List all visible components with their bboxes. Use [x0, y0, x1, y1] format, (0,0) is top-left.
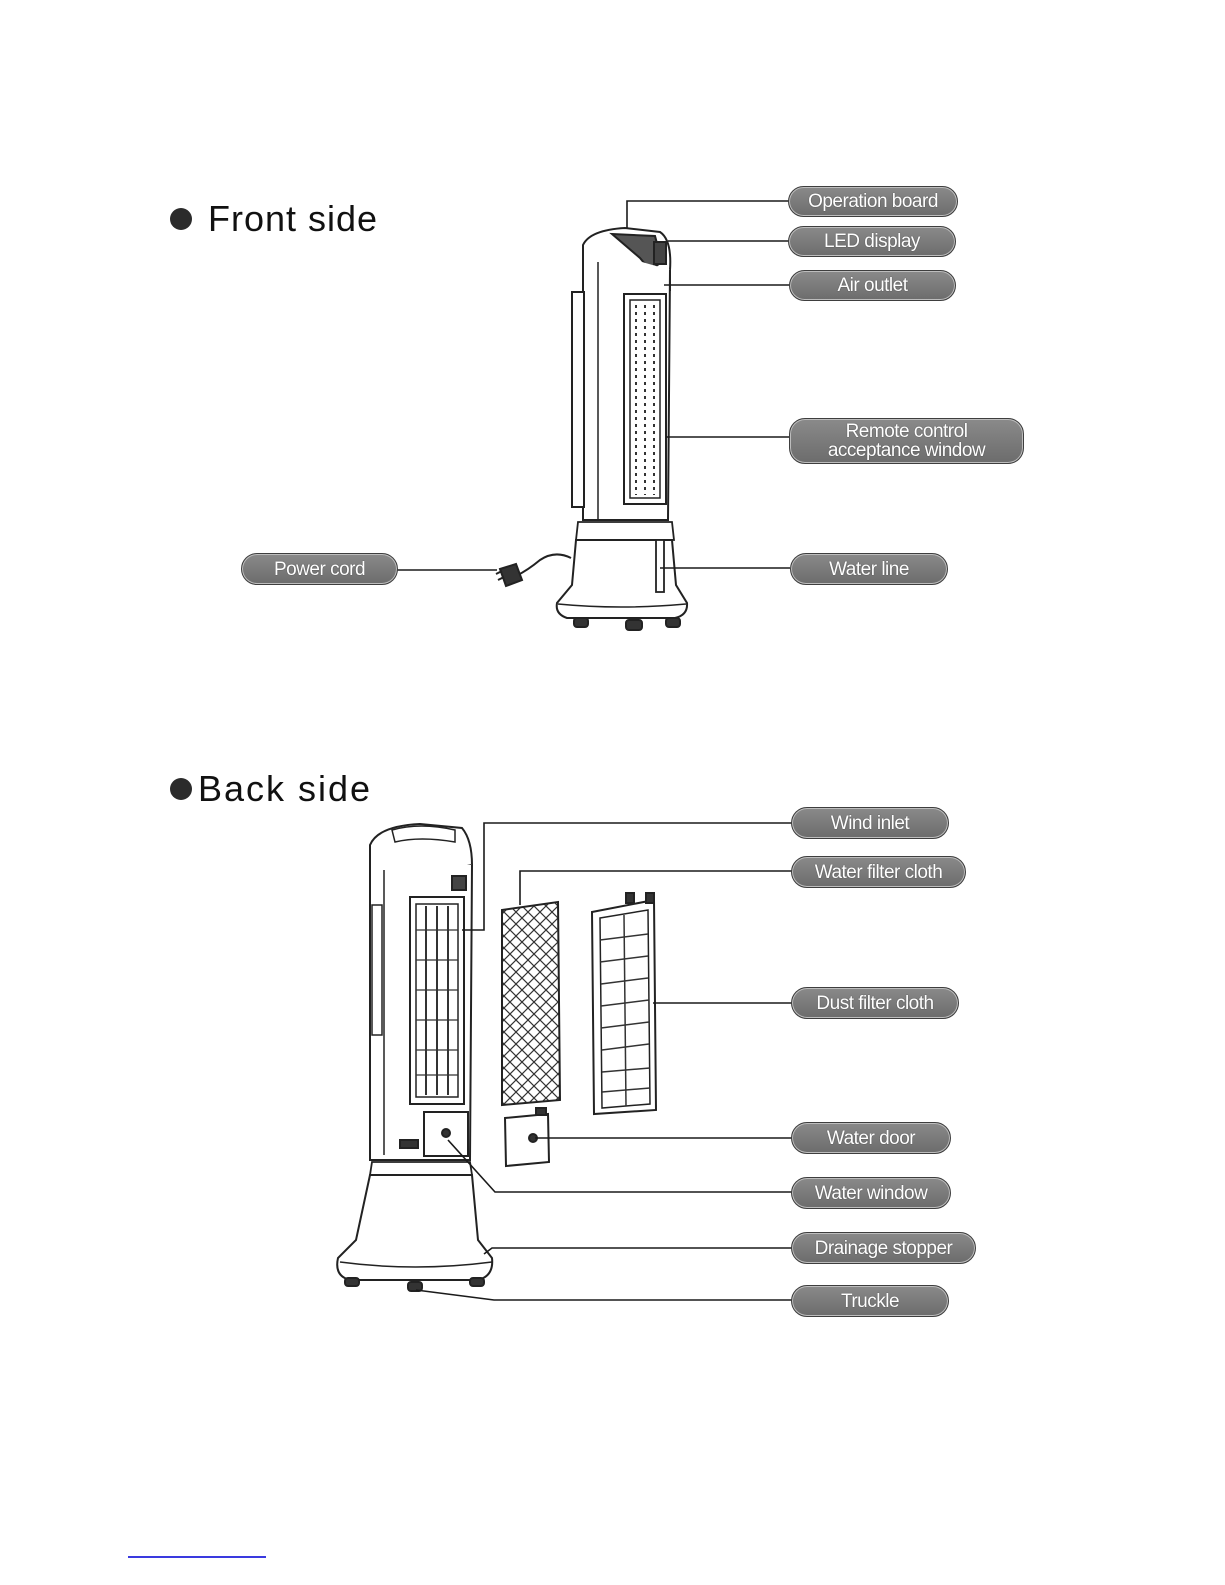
- label-wind-inlet: Wind inlet: [791, 807, 949, 839]
- front-fan-illustration: [496, 228, 687, 630]
- water-filter-cloth-illustration: [502, 902, 560, 1105]
- label-remote-control-line2: acceptance window: [828, 441, 985, 460]
- label-power-cord: Power cord: [241, 553, 398, 585]
- label-operation-board: Operation board: [788, 186, 958, 217]
- label-remote-control-window: Remote control acceptance window: [789, 418, 1024, 464]
- label-air-outlet: Air outlet: [789, 270, 956, 301]
- back-fan-illustration: [337, 824, 492, 1291]
- dust-filter-cloth-illustration: [592, 893, 656, 1114]
- label-truckle: Truckle: [791, 1285, 949, 1317]
- footer-divider: [128, 1556, 266, 1558]
- label-water-line: Water line: [790, 553, 948, 585]
- water-door-illustration: [505, 1108, 549, 1166]
- label-remote-control-line1: Remote control: [846, 422, 968, 441]
- label-water-filter-cloth: Water filter cloth: [791, 856, 966, 888]
- label-water-door: Water door: [791, 1122, 951, 1154]
- label-water-window: Water window: [791, 1177, 951, 1209]
- label-dust-filter-cloth: Dust filter cloth: [791, 987, 959, 1019]
- label-drainage-stopper: Drainage stopper: [791, 1232, 976, 1264]
- label-led-display: LED display: [788, 226, 956, 257]
